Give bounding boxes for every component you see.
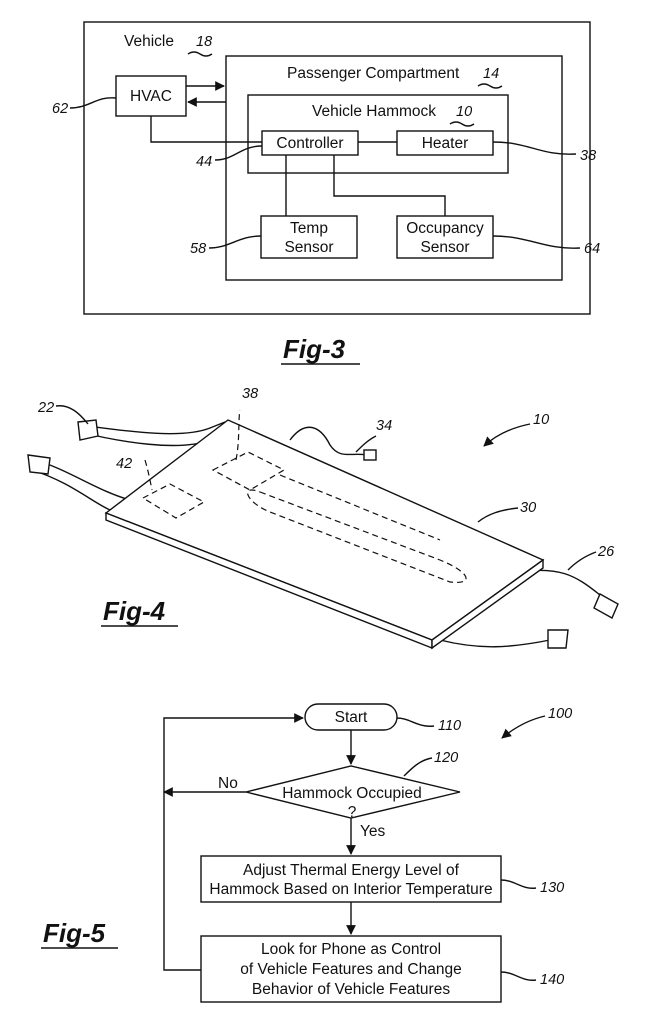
strap-right-lower-end <box>547 629 569 649</box>
hvac-label: HVAC <box>130 88 172 105</box>
power-plug <box>363 449 377 461</box>
ref-34-leader <box>355 435 377 453</box>
temp-sensor-label-2: Sensor <box>284 239 333 256</box>
strap-upper-left <box>79 421 226 435</box>
flow-ref: 100 <box>548 706 572 722</box>
ref-30-leader <box>477 507 519 523</box>
heater-module-outline <box>211 451 286 491</box>
temp-sensor-box <box>260 215 358 259</box>
phone-control-box <box>200 935 502 1003</box>
phone-control-label-3: Behavior of Vehicle Features <box>252 981 450 998</box>
vehicle-label: Vehicle <box>124 33 174 50</box>
controller-ref: 44 <box>196 154 212 170</box>
temp-sensor-leader <box>208 235 262 249</box>
yes-label: Yes <box>360 823 386 840</box>
decision-label-2: ? <box>348 804 357 821</box>
heater-ref: 38 <box>580 148 596 164</box>
strap-lower-left-edge <box>31 469 111 511</box>
phone-control-label-2: of Vehicle Features and Change <box>240 961 461 978</box>
vehicle-ref: 18 <box>196 34 212 50</box>
controller-occupancy-line <box>333 155 446 216</box>
ref-30: 30 <box>520 500 536 516</box>
ref-26-leader <box>567 551 597 571</box>
occupancy-sensor-label-1: Occupancy <box>406 220 484 237</box>
controller-ref-lead <box>144 459 153 491</box>
vehicle-ref-squiggle <box>187 51 213 57</box>
adjust-thermal-leader <box>500 879 537 889</box>
strap-upper-left-end <box>77 419 99 441</box>
temp-sensor-ref: 58 <box>190 241 206 257</box>
heater-box <box>396 130 494 156</box>
controller-leader <box>214 145 263 161</box>
adjust-thermal-label-1: Adjust Thermal Energy Level of <box>243 862 460 879</box>
decision-label-1: Hammock Occupied <box>282 785 422 802</box>
heating-element-loop-lower <box>247 489 467 584</box>
ref-10: 10 <box>533 412 549 428</box>
hvac-leader <box>69 97 117 109</box>
start-ref: 110 <box>438 718 461 734</box>
strap-right-lower <box>439 639 551 648</box>
ref-22-leader <box>55 405 89 425</box>
vehicle-hammock-label: Vehicle Hammock <box>312 103 436 120</box>
phone-control-ref: 140 <box>540 972 564 988</box>
fig4-hammock-drawing: 22 38 34 10 42 30 26 Fig-4 <box>27 386 619 650</box>
decision-ref-leader <box>403 757 433 777</box>
power-cord <box>289 426 367 456</box>
ref-34: 34 <box>376 418 392 434</box>
ref-42: 42 <box>116 456 132 472</box>
fig5-caption: Fig-5 <box>43 918 106 948</box>
ref-38: 38 <box>242 386 258 402</box>
strap-right-upper-end <box>593 593 619 619</box>
fig3-caption: Fig-3 <box>283 334 346 364</box>
passenger-ref-squiggle <box>477 83 503 89</box>
adjust-thermal-ref: 130 <box>540 880 564 896</box>
hvac-ref: 62 <box>52 101 68 117</box>
ref-22: 22 <box>37 400 54 416</box>
occupancy-sensor-label-2: Sensor <box>420 239 469 256</box>
loop-back-arrow <box>163 713 304 971</box>
occupancy-sensor-box <box>396 215 494 259</box>
heating-element-loop-upper <box>279 474 441 541</box>
decision-ref: 120 <box>434 750 458 766</box>
controller-box <box>261 130 359 156</box>
fig3-block-diagram: Vehicle 18 Passenger Compartment 14 Vehi… <box>52 21 600 365</box>
temp-sensor-label-1: Temp <box>290 220 328 237</box>
phone-control-leader <box>500 971 537 981</box>
passenger-compartment-label: Passenger Compartment <box>287 65 460 82</box>
vehicle-hammock-ref: 10 <box>456 104 472 120</box>
ref-26: 26 <box>597 544 615 560</box>
controller-module-outline <box>141 483 206 519</box>
decision-diamond <box>245 765 461 819</box>
fig4-caption: Fig-4 <box>103 596 166 626</box>
occupancy-sensor-ref: 64 <box>584 241 600 257</box>
controller-label: Controller <box>276 135 343 152</box>
heater-leader <box>492 141 577 155</box>
phone-control-label-1: Look for Phone as Control <box>261 941 441 958</box>
strap-upper-left-edge <box>79 431 211 447</box>
heater-ref-lead <box>235 409 241 461</box>
strap-lower-left-end <box>27 454 51 475</box>
flow-ref-arrow <box>501 715 546 739</box>
occupancy-sensor-leader <box>492 235 581 249</box>
heater-label: Heater <box>422 135 469 152</box>
adjust-thermal-box <box>200 855 502 903</box>
start-ref-leader <box>396 717 435 727</box>
adjust-thermal-label-2: Hammock Based on Interior Temperature <box>209 881 492 898</box>
start-label: Start <box>335 709 368 726</box>
hvac-controller-line <box>150 116 262 143</box>
no-label: No <box>218 775 238 792</box>
hammock-ref-squiggle <box>449 121 475 127</box>
hammock-pad-side-edge <box>431 558 544 650</box>
passenger-compartment-ref: 14 <box>483 66 499 82</box>
fig5-flowchart: Start 110 100 Hammock Occupied ? 120 No … <box>41 703 572 1003</box>
ref-10-arrow <box>483 423 531 447</box>
